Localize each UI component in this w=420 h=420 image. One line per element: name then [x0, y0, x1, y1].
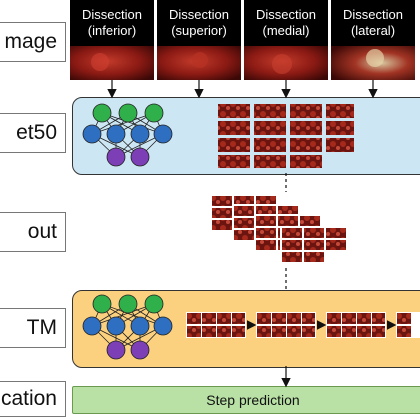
- step-prediction-bar: Step prediction: [72, 386, 420, 414]
- header-dissection-superior: Dissection (superior): [157, 0, 241, 46]
- header-line1: Dissection: [256, 7, 316, 22]
- label-resnet50: et50: [0, 113, 66, 153]
- header-line2: (medial): [262, 23, 310, 38]
- header-dissection-medial: Dissection (medial): [244, 0, 328, 46]
- label-classification: cation: [0, 381, 66, 417]
- label-image: mage: [0, 22, 66, 62]
- header-line2: (lateral): [350, 23, 396, 38]
- header-dissection-lateral: Dissection (lateral): [331, 0, 415, 46]
- header-line2: (inferior): [87, 23, 137, 38]
- header-line1: Dissection: [169, 7, 229, 22]
- header-dissection-inferior: Dissection (inferior): [70, 0, 154, 46]
- header-line1: Dissection: [343, 7, 403, 22]
- input-images: [70, 46, 415, 80]
- image-inferior: [70, 46, 154, 80]
- header-line1: Dissection: [82, 7, 142, 22]
- lstm-sequence: [186, 312, 420, 338]
- resnet-network-icon: [82, 103, 173, 167]
- dropout-feature-stack: [210, 194, 350, 268]
- resnet-feature-maps: [218, 104, 354, 168]
- label-lstm: TM: [0, 308, 66, 348]
- header-line2: (superior): [171, 23, 227, 38]
- input-arrows: [107, 80, 378, 99]
- lstm-network-icon: [82, 294, 173, 360]
- label-dropout: out: [0, 212, 66, 252]
